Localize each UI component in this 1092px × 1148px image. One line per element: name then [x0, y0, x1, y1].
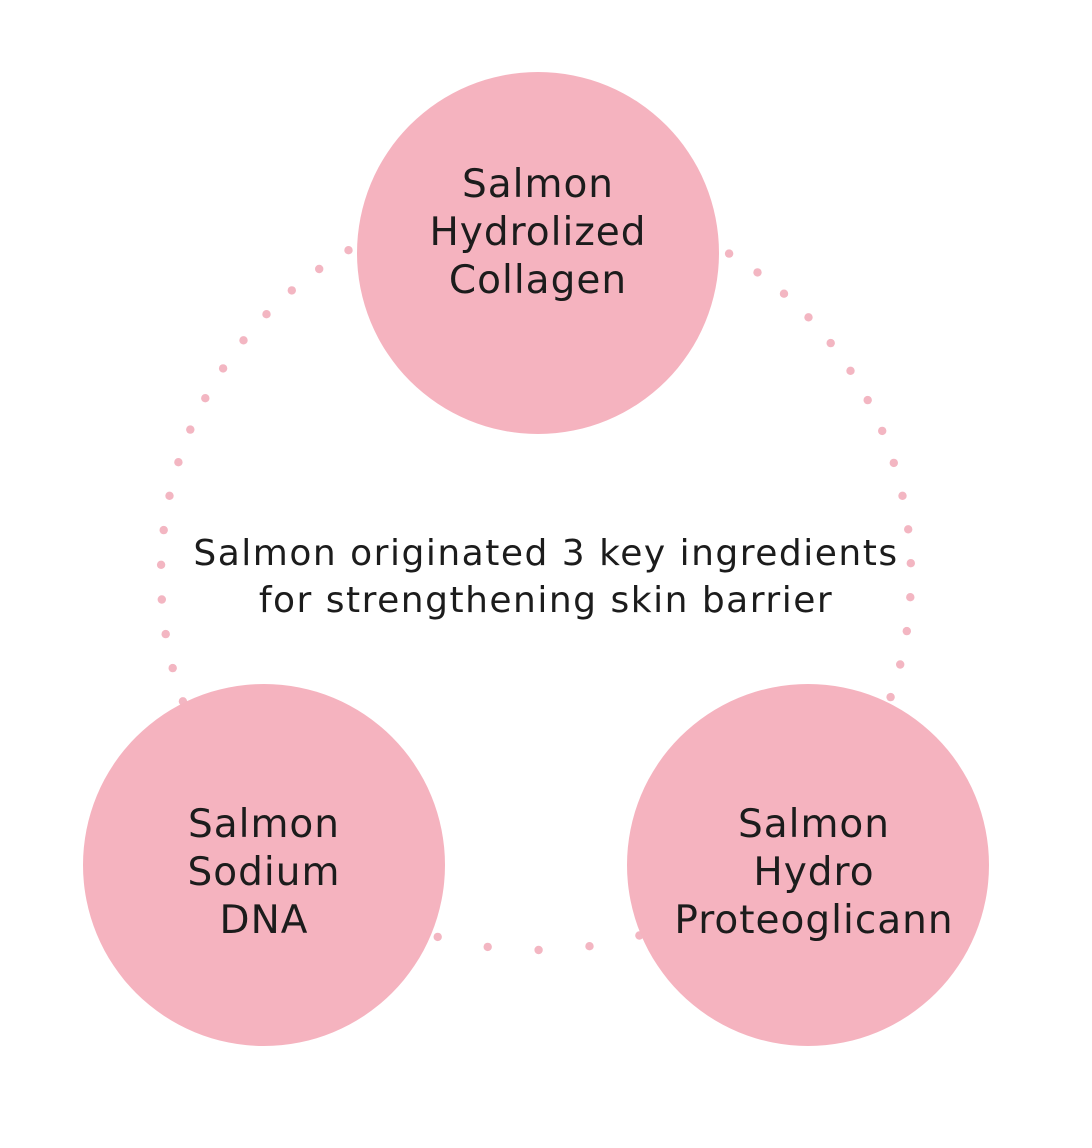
connector-dot — [186, 425, 195, 434]
ingredient-circle-dna: Salmon Sodium DNA — [83, 684, 445, 1046]
connector-dot — [906, 559, 915, 568]
connector-dot — [846, 366, 855, 375]
connector-dot — [157, 595, 166, 604]
connector-dot — [344, 246, 353, 255]
connector-dot — [826, 338, 835, 348]
connector-dot — [168, 663, 177, 673]
connector-dot — [262, 310, 271, 319]
connector-dot — [287, 286, 296, 295]
connector-dot — [886, 692, 895, 702]
connector-dot — [804, 313, 813, 322]
ingredient-line: Salmon — [737, 802, 891, 847]
connector-dot — [218, 364, 228, 373]
ingredient-circle-proteoglican: Salmon Hydro Proteoglicann — [627, 684, 989, 1046]
connector-dot — [433, 932, 442, 942]
center-caption: Salmon originated 3 key ingredients for … — [146, 530, 946, 624]
connector-dot — [534, 945, 543, 955]
connector-dot — [904, 525, 913, 534]
connector-dot — [779, 289, 789, 298]
connector-dot — [902, 626, 911, 636]
ingredient-circle-collagen: Salmon Hydrolized Collagen — [357, 72, 719, 434]
connector-dot — [165, 491, 174, 500]
connector-dot — [201, 394, 210, 403]
connector-dot — [239, 336, 248, 345]
connector-dot — [483, 942, 492, 952]
connector-dot — [585, 942, 594, 951]
connector-dot — [156, 560, 166, 569]
connector-dot — [753, 268, 762, 277]
connector-dot — [889, 458, 898, 468]
ingredient-line: Hydrolized — [429, 210, 647, 255]
connector-dot — [159, 525, 168, 535]
connector-dot — [863, 395, 872, 405]
connector-dot — [161, 629, 170, 639]
ingredient-label-collagen: Salmon Hydrolized Collagen — [429, 161, 646, 305]
ingredient-line: Hydro — [753, 850, 875, 895]
connector-dot — [896, 660, 905, 669]
ingredient-line: DNA — [219, 898, 309, 943]
ingredient-line: Collagen — [448, 258, 628, 303]
ingredient-line: Sodium — [187, 850, 341, 895]
ingredient-label-proteoglican: Salmon Hydro Proteoglicann — [662, 801, 953, 945]
connector-dot — [898, 491, 907, 500]
ingredient-line: Proteoglicann — [674, 898, 954, 943]
connector-dot — [724, 249, 734, 258]
ingredient-label-dna: Salmon Sodium DNA — [188, 801, 341, 945]
connector-dot — [906, 593, 915, 602]
ingredient-line: Salmon — [461, 162, 615, 207]
caption-line-1: Salmon originated 3 key ingredients — [193, 533, 899, 574]
connector-dot — [878, 426, 887, 436]
connector-dot — [174, 458, 183, 467]
connector-dot — [315, 264, 324, 274]
caption-line-2: for strengthening skin barrier — [258, 580, 834, 621]
ingredient-line: Salmon — [187, 802, 341, 847]
